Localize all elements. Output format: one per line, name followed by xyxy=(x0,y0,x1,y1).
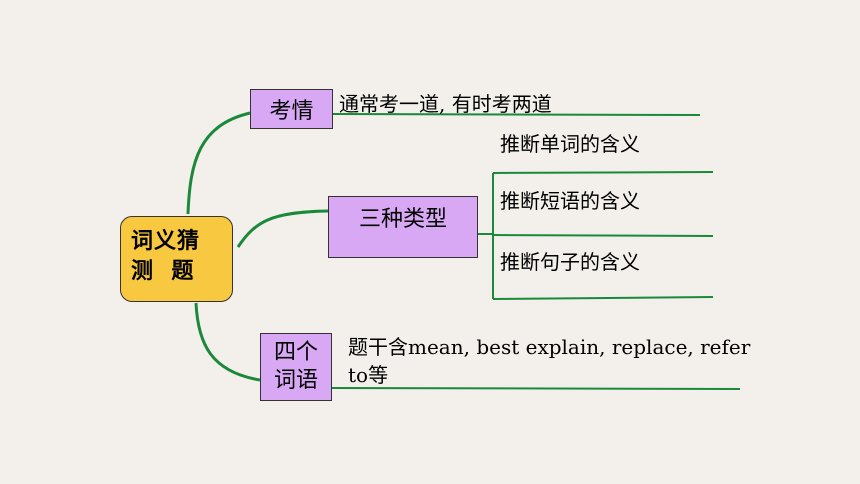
underline-type1 xyxy=(492,171,714,174)
connector-words xyxy=(194,302,261,382)
connector-types xyxy=(236,209,329,248)
type-item-3: 推断句子的含义 xyxy=(500,250,640,274)
underline-type3 xyxy=(492,296,714,300)
center-line1: 词义猜 xyxy=(131,229,201,254)
node-kaoqing-label: 考情 xyxy=(269,99,314,124)
underline-type2 xyxy=(492,234,714,237)
node-types-label: 三种类型 xyxy=(358,207,447,232)
node-types: 三种类型 xyxy=(328,196,478,258)
kaoqing-detail: 通常考一道, 有时考两道 xyxy=(339,92,552,116)
underline-kaoqing xyxy=(332,113,701,116)
center-line2: 测 题 xyxy=(131,259,195,284)
node-words: 四个 词语 xyxy=(260,333,332,401)
node-kaoqing: 考情 xyxy=(250,89,333,129)
type-item-2: 推断短语的含义 xyxy=(500,189,640,213)
connector-kaoqing xyxy=(186,111,251,215)
type-item-1: 推断单词的含义 xyxy=(500,132,640,156)
words-detail: 题干含mean, best explain, replace, refer to… xyxy=(348,335,751,387)
center-node: 词义猜 测 题 xyxy=(120,216,233,302)
node-words-line1: 四个 xyxy=(273,340,318,365)
node-words-line2: 词语 xyxy=(273,368,318,393)
underline-words xyxy=(331,387,741,390)
